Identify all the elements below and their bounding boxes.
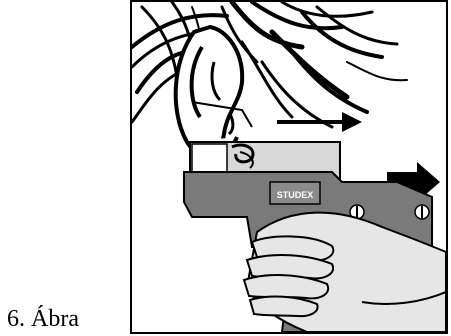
- hair: [132, 2, 407, 127]
- device-brand: STUDEX: [277, 190, 314, 200]
- ear-piercing-illustration: STUDEX: [130, 0, 448, 334]
- ear: [176, 27, 252, 158]
- figure-caption: 6. Ábra: [7, 305, 79, 333]
- figure-label: Ábra: [31, 306, 79, 332]
- figure-number: 6.: [7, 306, 25, 332]
- illustration-canvas: STUDEX: [132, 2, 446, 332]
